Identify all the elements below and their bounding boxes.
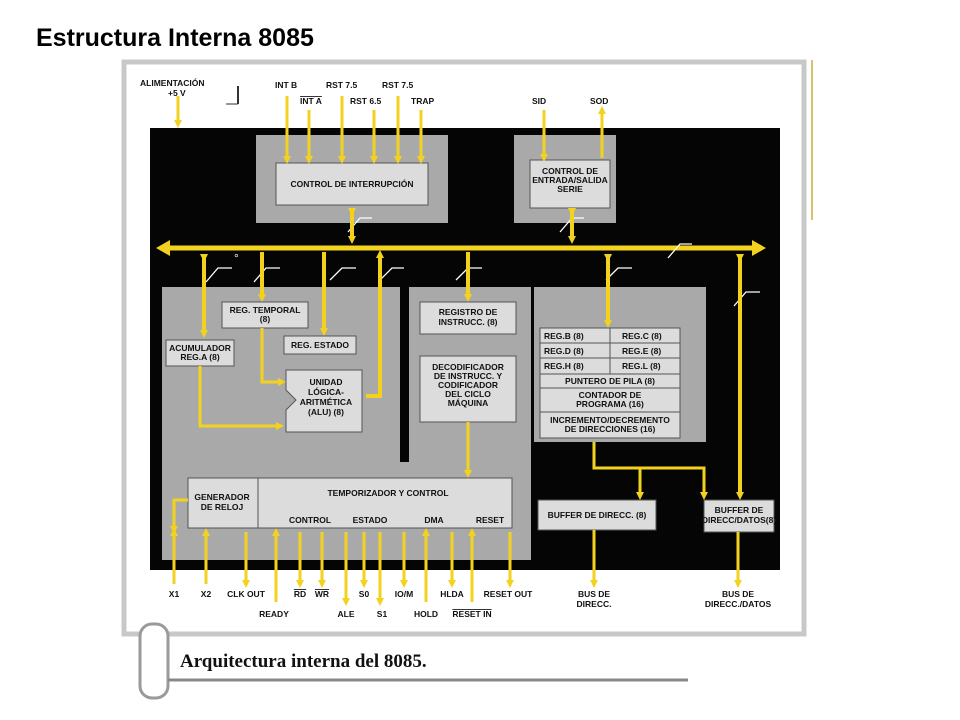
data-buffer-box bbox=[703, 499, 775, 533]
reg-e-label: REG.E (8) bbox=[622, 346, 661, 356]
trap-label: TRAP bbox=[411, 96, 434, 106]
reg-h-label: REG.H (8) bbox=[544, 361, 584, 371]
alu-box bbox=[285, 369, 363, 433]
inc-dec-box bbox=[539, 411, 681, 439]
temp-reg-label: REG. TEMPORAL(8) bbox=[230, 305, 301, 324]
clk-out-label: CLK OUT bbox=[227, 589, 266, 599]
yellow-signal-lines bbox=[170, 96, 742, 606]
io-m-label: IO/M bbox=[395, 589, 413, 599]
x1-label: X1 bbox=[169, 589, 180, 599]
hlda-label: HLDA bbox=[440, 589, 464, 599]
bus-degree-mark: ° bbox=[234, 251, 239, 265]
bidirectional-links bbox=[200, 208, 744, 500]
unidirectional-links bbox=[258, 250, 472, 398]
reset-out-label: RESET OUT bbox=[484, 589, 533, 599]
sub-control-label: CONTROL bbox=[289, 515, 331, 525]
status-reg-box bbox=[283, 335, 357, 355]
power-label: ALIMENTACIÓN+5 V bbox=[140, 77, 205, 98]
rst-6-5-label: RST 6.5 bbox=[350, 96, 381, 106]
reg-d-label: REG.D (8) bbox=[544, 346, 584, 356]
reg-c-label: REG.C (8) bbox=[622, 331, 662, 341]
rd-label: RD bbox=[294, 589, 306, 599]
interrupt-control-label: CONTROL DE INTERRUPCIÓN bbox=[290, 178, 413, 189]
reset-in-label: RESET IN bbox=[452, 609, 491, 619]
s1-label: S1 bbox=[377, 609, 388, 619]
rst-7-5-label: RST 7.5 bbox=[326, 80, 357, 90]
reg-b-label: REG.B (8) bbox=[544, 331, 584, 341]
timing-control-box bbox=[187, 477, 513, 529]
figure-caption: Arquitectura interna del 8085. bbox=[180, 651, 427, 672]
internal-data-bus bbox=[156, 240, 766, 256]
slide-title: Estructura Interna 8085 bbox=[36, 24, 314, 52]
program-counter-box bbox=[539, 387, 681, 413]
reg-l-label: REG.L (8) bbox=[622, 361, 661, 371]
ale-label: ALE bbox=[338, 609, 355, 619]
addr-buffer-box bbox=[537, 499, 657, 531]
status-reg-label: REG. ESTADO bbox=[291, 340, 349, 350]
rst-7-5-label-2: RST 7.5 bbox=[382, 80, 413, 90]
x2-label: X2 bbox=[201, 589, 212, 599]
hold-label: HOLD bbox=[414, 609, 438, 619]
sid-label: SID bbox=[532, 96, 546, 106]
wr-label: WR bbox=[315, 589, 329, 599]
instr-decoder-box bbox=[419, 355, 517, 423]
timing-control-label: TEMPORIZADOR Y CONTROL bbox=[327, 488, 448, 498]
sub-dma-label: DMA bbox=[424, 515, 443, 525]
instr-reg-box bbox=[419, 301, 517, 335]
caption-tab bbox=[138, 622, 170, 700]
addr-buffer-label: BUFFER DE DIRECC. (8) bbox=[548, 510, 647, 520]
s0-label: S0 bbox=[359, 589, 370, 599]
sub-estado-label: ESTADO bbox=[353, 515, 388, 525]
int-a-label: INT A bbox=[300, 96, 322, 106]
sod-label: SOD bbox=[590, 96, 608, 106]
ready-label: READY bbox=[259, 609, 289, 619]
interrupt-control-box bbox=[275, 162, 429, 206]
sub-reset-label: RESET bbox=[476, 515, 505, 525]
int-b-label: INT B bbox=[275, 80, 297, 90]
temp-reg-box bbox=[221, 301, 309, 329]
stack-pointer-label: PUNTERO DE PILA (8) bbox=[565, 376, 655, 386]
